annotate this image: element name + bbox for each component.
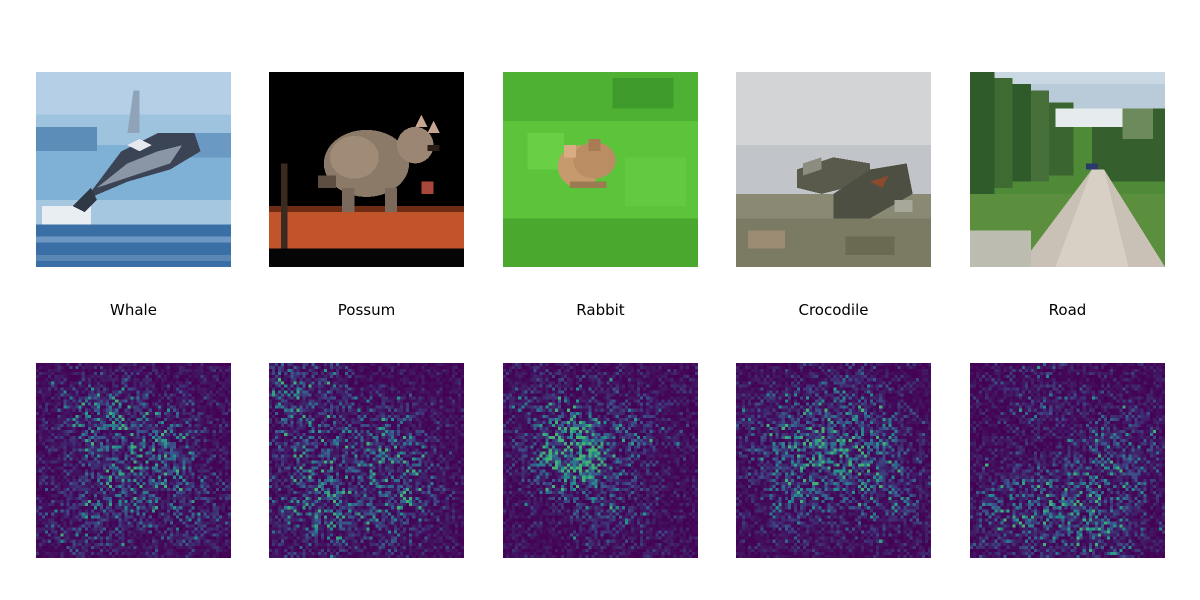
panel-label: Crocodile — [798, 301, 869, 319]
crocodile-photo — [736, 72, 931, 267]
panel-road: Road — [970, 0, 1165, 600]
possum-photo — [269, 72, 464, 267]
saliency-heatmap — [503, 363, 698, 558]
panel-label: Road — [1048, 301, 1087, 319]
saliency-heatmap — [269, 363, 464, 558]
saliency-heatmap — [36, 363, 231, 558]
saliency-heatmap — [970, 363, 1165, 558]
panel-whale: Whale — [36, 0, 231, 600]
whale-photo — [36, 72, 231, 267]
saliency-heatmap — [736, 363, 931, 558]
road-photo — [970, 72, 1165, 267]
panel-crocodile: Crocodile — [736, 0, 931, 600]
panel-label: Whale — [110, 301, 157, 319]
panel-label: Rabbit — [576, 301, 625, 319]
rabbit-photo — [503, 72, 698, 267]
panel-possum: Possum — [269, 0, 464, 600]
panel-rabbit: Rabbit — [503, 0, 698, 600]
panel-label: Possum — [337, 301, 396, 319]
